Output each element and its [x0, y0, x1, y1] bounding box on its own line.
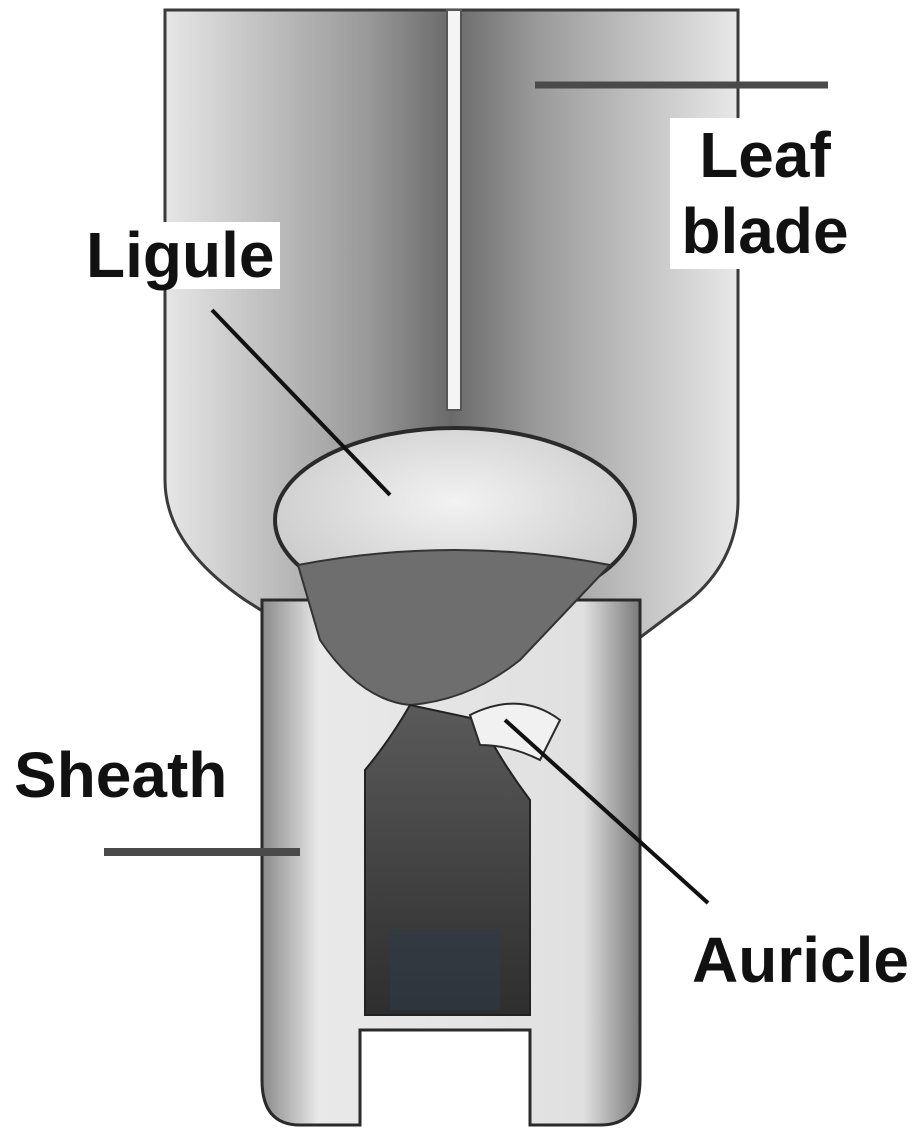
label-ligule: Ligule [80, 222, 280, 289]
inner-blue-shadow [390, 930, 500, 1010]
midrib [447, 10, 461, 410]
label-auricle: Auricle [692, 927, 909, 994]
label-leaf-blade: Leaf blade [670, 118, 860, 269]
label-sheath: Sheath [14, 742, 235, 809]
